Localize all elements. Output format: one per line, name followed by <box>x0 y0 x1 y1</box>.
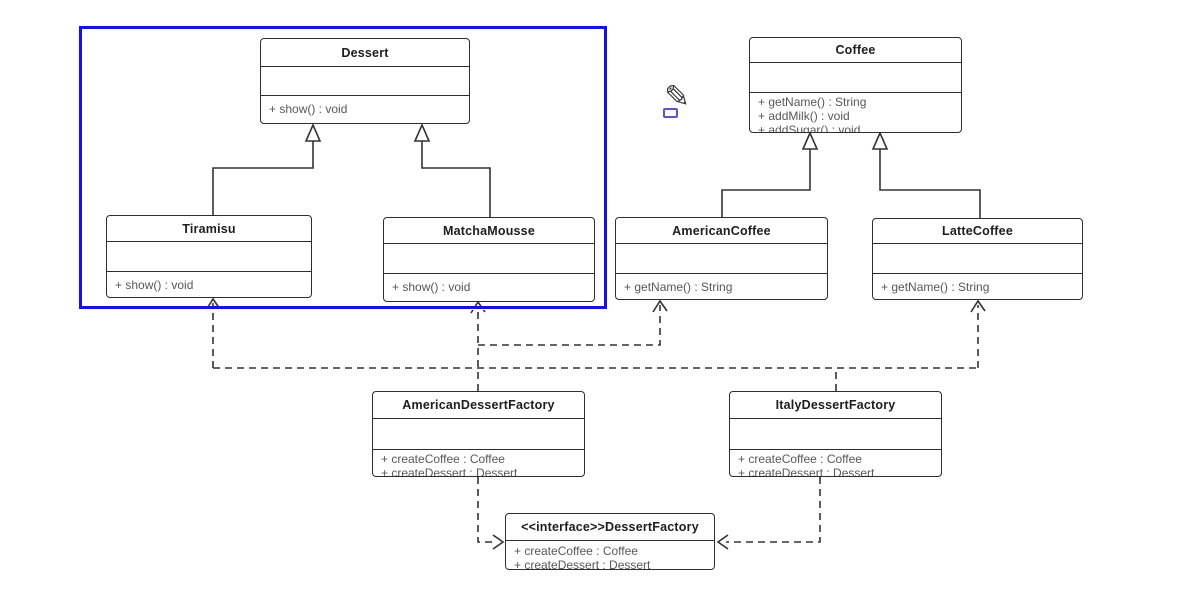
method-line: + createCoffee : Coffee <box>738 452 862 466</box>
class-americancoffee[interactable]: AmericanCoffee + getName() : String <box>615 217 828 300</box>
class-dessert-attributes <box>261 67 469 96</box>
class-coffee[interactable]: Coffee + getName() : String + addMilk() … <box>749 37 962 133</box>
edge-real-adf-interface[interactable] <box>477 477 496 543</box>
class-dessertfactory-interface-title: <<interface>>DessertFactory <box>506 514 714 541</box>
method-line: + addSugar() : void <box>758 123 861 133</box>
class-lattecoffee-methods: + getName() : String <box>873 274 1082 299</box>
class-dessert-title: Dessert <box>261 39 469 67</box>
class-matchamousse[interactable]: MatchaMousse + show() : void <box>383 217 595 302</box>
class-matchamousse-attributes <box>384 244 594 274</box>
class-coffee-attributes <box>750 63 961 93</box>
class-lattecoffee[interactable]: LatteCoffee + getName() : String <box>872 218 1083 300</box>
arrowhead-left-interface <box>716 534 729 550</box>
edge-inheritance-matchamousse-dessert[interactable] <box>413 123 491 217</box>
class-americandessertfactory[interactable]: AmericanDessertFactory + createCoffee : … <box>372 391 585 477</box>
class-italydessertfactory-methods: + createCoffee : Coffee + createDessert … <box>730 450 941 477</box>
class-dessertfactory-interface-methods: + createCoffee : Coffee + createDessert … <box>506 541 714 570</box>
class-americancoffee-methods: + getName() : String <box>616 274 827 299</box>
arrowhead-up-americancoffee <box>652 299 668 313</box>
class-matchamousse-methods: + show() : void <box>384 274 594 301</box>
method-line: + addMilk() : void <box>758 109 850 123</box>
edge-inheritance-americancoffee-coffee[interactable] <box>721 131 819 217</box>
pencil-cursor: ✎ <box>658 82 706 126</box>
class-dessert-methods: + show() : void <box>261 96 469 123</box>
class-lattecoffee-attributes <box>873 244 1082 274</box>
class-matchamousse-title: MatchaMousse <box>384 218 594 244</box>
method-line: + createDessert : Dessert <box>738 466 875 477</box>
method-line: + show() : void <box>392 280 471 294</box>
method-line: + getName() : String <box>624 280 733 294</box>
class-italydessertfactory-title: ItalyDessertFactory <box>730 392 941 419</box>
arrowhead-up-matchamousse <box>470 300 486 314</box>
class-coffee-methods: + getName() : String + addMilk() : void … <box>750 93 961 133</box>
method-line: + show() : void <box>269 102 348 116</box>
method-line: + createDessert : Dessert <box>381 466 518 477</box>
class-tiramisu-attributes <box>107 242 311 272</box>
method-line: + show() : void <box>115 278 194 292</box>
class-tiramisu-title: Tiramisu <box>107 216 311 242</box>
edge-inheritance-lattecoffee-coffee[interactable] <box>871 131 981 218</box>
class-tiramisu[interactable]: Tiramisu + show() : void <box>106 215 312 298</box>
class-dessert[interactable]: Dessert + show() : void <box>260 38 470 124</box>
class-dessertfactory-interface[interactable]: <<interface>>DessertFactory + createCoff… <box>505 513 715 570</box>
class-americandessertfactory-attributes <box>373 419 584 450</box>
method-line: + getName() : String <box>881 280 990 294</box>
class-italydessertfactory-attributes <box>730 419 941 450</box>
pencil-icon: ✎ <box>664 79 690 115</box>
method-line: + createCoffee : Coffee <box>381 452 505 466</box>
class-coffee-title: Coffee <box>750 38 961 63</box>
pencil-color-swatch <box>663 108 678 118</box>
edge-inheritance-tiramisu-dessert[interactable] <box>212 123 322 215</box>
arrowhead-up-lattecoffee <box>970 299 986 313</box>
method-line: + getName() : String <box>758 95 867 109</box>
class-tiramisu-methods: + show() : void <box>107 272 311 297</box>
edge-real-idf-interface[interactable] <box>726 477 821 543</box>
edge-dep-adf-americancoffee[interactable] <box>478 305 661 346</box>
class-americancoffee-title: AmericanCoffee <box>616 218 827 244</box>
class-americandessertfactory-methods: + createCoffee : Coffee + createDessert … <box>373 450 584 477</box>
class-italydessertfactory[interactable]: ItalyDessertFactory + createCoffee : Cof… <box>729 391 942 477</box>
class-americandessertfactory-title: AmericanDessertFactory <box>373 392 584 419</box>
class-americancoffee-attributes <box>616 244 827 274</box>
arrowhead-right-interface <box>492 534 505 550</box>
method-line: + createCoffee : Coffee <box>514 544 638 558</box>
method-line: + createDessert : Dessert <box>514 558 651 570</box>
class-lattecoffee-title: LatteCoffee <box>873 219 1082 244</box>
